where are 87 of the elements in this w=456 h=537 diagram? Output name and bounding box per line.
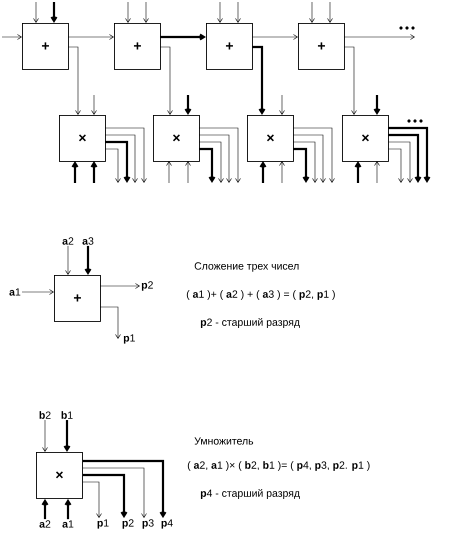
adder-box: +: [54, 275, 101, 322]
arrow: [42, 498, 48, 520]
arrow: [42, 420, 48, 452]
pin-label: p2: [122, 519, 134, 529]
arrow: [84, 246, 92, 275]
pin-label: b1: [62, 411, 73, 419]
description-text: Сложение трех чисел: [194, 262, 299, 272]
arrow: [104, 134, 138, 183]
arrow: [388, 142, 413, 183]
arrow: [64, 420, 70, 452]
adder-box: +: [298, 23, 345, 70]
arrow: [72, 161, 78, 183]
multiplier-box: ×: [153, 115, 200, 162]
arrow: [82, 474, 128, 518]
arrow: [105, 140, 130, 183]
arrow: [388, 126, 430, 183]
arrow: [199, 148, 216, 183]
arrow: [50, 2, 58, 23]
arrow: [374, 95, 380, 115]
arrow: [235, 2, 241, 23]
arrow: [91, 94, 97, 115]
pin-label: p4: [162, 519, 173, 529]
arrow: [198, 134, 232, 183]
pin-label: b2: [40, 411, 51, 419]
arrow: [293, 148, 310, 183]
description-text: Умножитель: [194, 437, 254, 445]
arrow: [388, 148, 404, 183]
arrow: [388, 134, 422, 183]
arrow: [82, 460, 166, 518]
arrow: [166, 161, 172, 184]
description-text: ( a1 )+ ( a2 ) + ( a3 ) = ( p2, p1 ): [186, 290, 335, 300]
arrow: [184, 95, 192, 115]
arrow: [82, 468, 147, 518]
pin-label: a2: [39, 520, 50, 528]
arrow: [104, 148, 121, 183]
arrow: [252, 34, 298, 40]
arrow: [252, 46, 266, 115]
arrow: [354, 161, 362, 183]
arrow: [22, 289, 54, 295]
arrow: [292, 128, 335, 183]
arrow: [2, 34, 22, 40]
arrow: [217, 2, 223, 23]
multiplier-box: ×: [59, 115, 106, 162]
arrow: [82, 482, 102, 518]
arrow: [100, 306, 121, 339]
adder-box: +: [22, 23, 69, 70]
pin-label: a1: [9, 288, 20, 296]
arrow: [125, 2, 131, 23]
description-text: p2 - старший разряд: [200, 318, 300, 328]
pin-label: a2: [62, 237, 74, 245]
multiplier-box: ×: [247, 115, 294, 162]
arrow: [143, 2, 149, 23]
arrow: [68, 34, 114, 40]
description-text: ( a2, a1 )× ( b2, b1 )= ( p4, p3, p2. p1 ): [188, 461, 370, 471]
arrow: [309, 2, 315, 23]
arrow: [344, 46, 357, 115]
arrow: [292, 142, 318, 183]
arrow: [160, 46, 173, 115]
arrow: [279, 161, 285, 184]
arrow: [198, 142, 224, 183]
pin-label: a1: [62, 520, 74, 528]
arrow: [100, 283, 140, 289]
arrow: [68, 46, 81, 115]
pin-label: p3: [142, 519, 154, 529]
multiplier-box: ×: [342, 115, 389, 162]
arrow: [260, 161, 266, 183]
description-text: p4 - старший разряд: [200, 489, 300, 499]
arrow: [33, 2, 39, 23]
multiplier-box: ×: [36, 452, 83, 499]
arrow: [279, 94, 285, 115]
arrow: [198, 128, 241, 183]
pin-label: a3: [82, 237, 94, 245]
arrow: [374, 161, 380, 184]
arrow: [185, 161, 191, 184]
pin-label: p2: [142, 281, 153, 291]
arrow: [64, 498, 72, 520]
arrow: [104, 128, 147, 183]
arrow: [327, 2, 333, 23]
pin-label: p1: [98, 519, 109, 529]
arrow: [344, 34, 415, 40]
arrow: [292, 134, 326, 183]
adder-box: +: [114, 23, 161, 70]
pin-label: p1: [124, 334, 135, 344]
arrow: [90, 161, 98, 183]
adder-box: +: [206, 23, 253, 70]
arrow: [65, 246, 71, 275]
arrow: [160, 34, 206, 40]
